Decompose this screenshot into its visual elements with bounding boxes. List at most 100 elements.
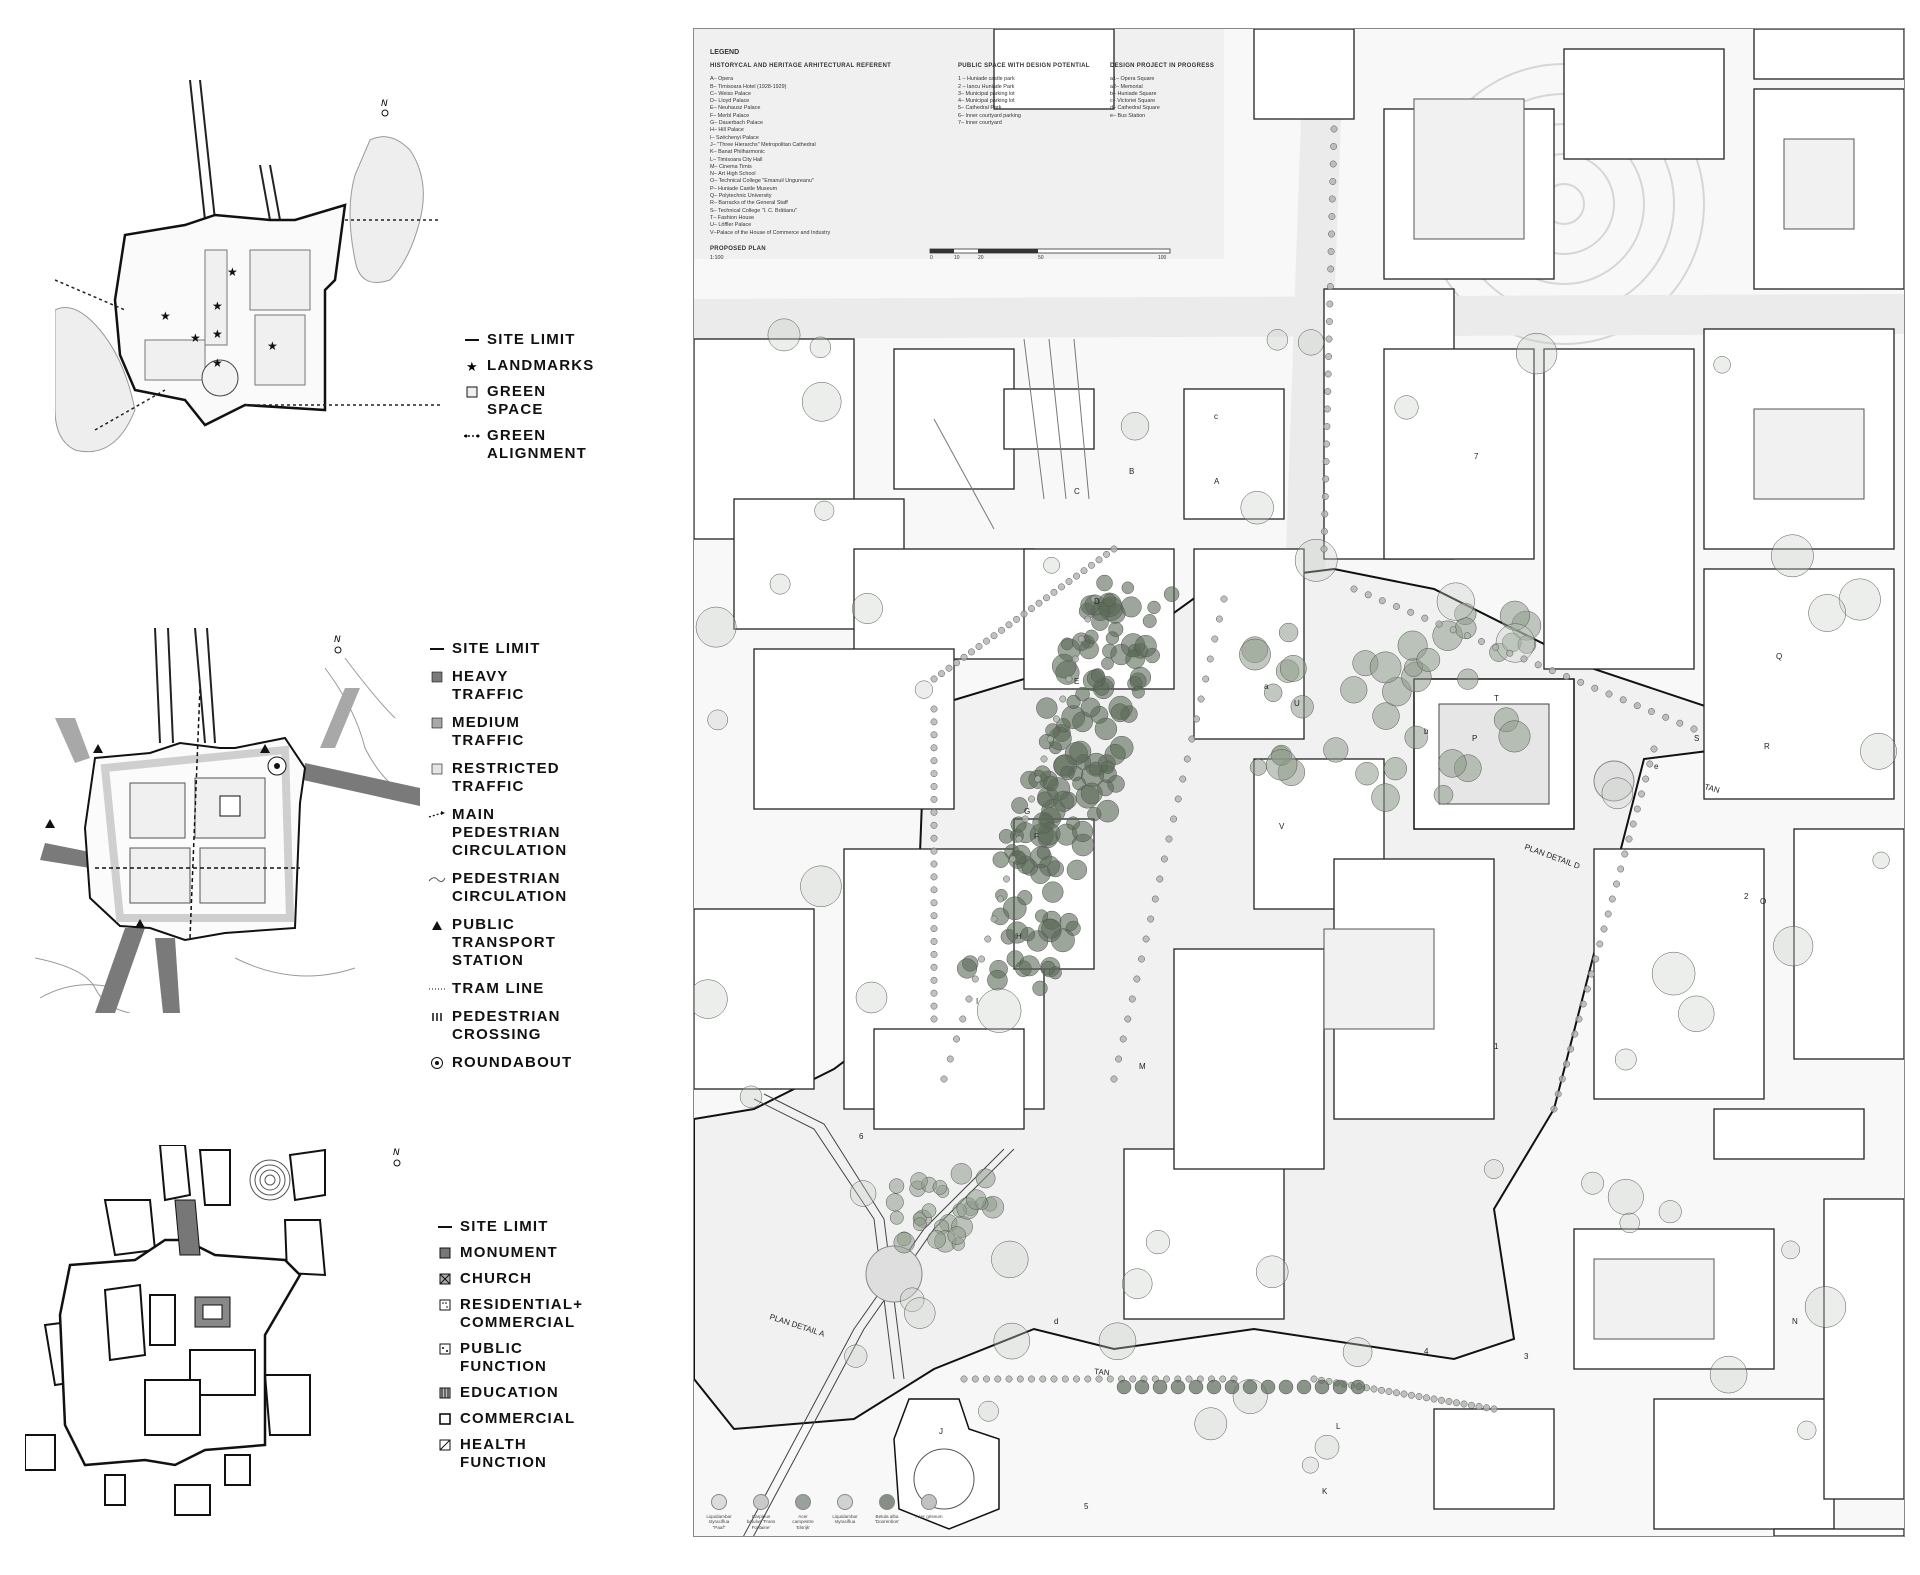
tree-dark-icon <box>1350 1379 1366 1395</box>
alley-tree-icon <box>1133 975 1141 983</box>
alley-tree-icon <box>1050 588 1058 596</box>
alley-tree-icon <box>1378 597 1386 605</box>
function-legend-label: EDUCATION <box>460 1384 559 1401</box>
scale-tick-label: 50 <box>1038 255 1044 261</box>
tree-swatch-icon <box>837 1493 853 1510</box>
tree-mid-icon <box>1404 725 1428 750</box>
alley-tree-icon <box>1548 667 1556 675</box>
alley-tree-icon <box>1460 1400 1468 1408</box>
tree-dark-icon <box>1088 761 1103 776</box>
tree-light-icon <box>1872 851 1890 869</box>
traffic-legend-label: HEAVY TRAFFIC <box>452 668 525 703</box>
alley-tree-icon <box>1492 643 1500 651</box>
tree-light-icon <box>1614 1048 1637 1071</box>
svg-text:★: ★ <box>190 331 201 345</box>
alley-tree-icon <box>996 895 1004 903</box>
tree-light-icon <box>769 573 791 595</box>
alley-tree-icon <box>971 975 979 983</box>
scale-bar <box>929 248 1171 254</box>
tree-dark-icon <box>1060 765 1075 781</box>
alley-tree-icon <box>1591 684 1599 692</box>
alley-tree-icon <box>930 912 938 920</box>
tree-mid-icon <box>1416 648 1441 672</box>
alley-tree-icon <box>1596 940 1604 948</box>
dotted-line-icon <box>428 982 446 996</box>
alley-tree-icon <box>1323 405 1331 413</box>
alley-tree-icon <box>1328 230 1335 238</box>
green-legend-item: ★LANDMARKS <box>463 357 594 375</box>
tree-mid-icon <box>1355 762 1379 786</box>
alley-tree-icon <box>1005 621 1013 629</box>
alley-tree-icon <box>1407 608 1415 616</box>
alley-tree-icon <box>930 821 938 829</box>
tree-light-icon <box>1120 412 1150 441</box>
tree-light-icon <box>1771 534 1814 578</box>
tree-light-icon <box>978 1400 999 1422</box>
alley-tree-icon <box>1103 550 1110 558</box>
traffic-legend-label: MEDIUM TRAFFIC <box>452 714 525 749</box>
tree-light-icon <box>767 318 801 352</box>
alley-tree-icon <box>984 935 992 943</box>
legend-entry: 1 – Huniade castle park <box>958 76 1015 83</box>
function-legend-item: PUBLIC FUNCTION <box>436 1340 583 1376</box>
tree-dark-icon <box>1075 686 1090 702</box>
tree-light-icon <box>1232 1379 1268 1414</box>
tree-dark-icon <box>1101 657 1114 670</box>
building-label: T <box>1494 694 1499 703</box>
star-icon: ★ <box>463 359 481 373</box>
tree-mid-icon <box>950 1163 973 1185</box>
legend-col-design-project: DESIGN PROJECT IN PROGRESS a1– Opera Squ… <box>1110 63 1250 120</box>
tree-species-label: Liquidambar styraciflua "Paaf" <box>706 1513 732 1530</box>
function-legend-label: CHURCH <box>460 1270 533 1287</box>
alley-tree-icon <box>930 1002 938 1010</box>
tree-dark-icon <box>956 958 978 979</box>
line-icon <box>428 642 446 656</box>
alley-tree-icon <box>1364 591 1372 599</box>
alley-tree-icon <box>1534 661 1542 669</box>
tree-mid-icon <box>1433 785 1454 805</box>
alley-tree-icon <box>1400 1390 1408 1398</box>
alley-tree-icon <box>983 1375 990 1383</box>
alley-tree-icon <box>1563 1060 1570 1068</box>
alley-tree-icon <box>1629 820 1637 828</box>
alley-tree-icon <box>1211 635 1219 643</box>
education-icon <box>436 1386 454 1400</box>
alley-tree-icon <box>1567 1045 1575 1053</box>
alley-tree-icon <box>1065 675 1073 683</box>
green-legend-label: GREEN ALIGNMENT <box>487 427 587 462</box>
tree-species-item: Acer campestre 'Elsrijk' <box>788 1493 818 1531</box>
tree-swatch-icon <box>753 1493 769 1510</box>
green-legend-label: GREEN SPACE <box>487 383 547 418</box>
alley-tree-icon <box>930 1015 938 1023</box>
square-label: b <box>1424 727 1429 736</box>
alley-tree-icon <box>1156 875 1164 883</box>
alley-tree-icon <box>1370 1385 1378 1393</box>
tree-light-icon <box>855 981 888 1014</box>
proposed-plan-caption: PROPOSED PLAN 1:100 <box>710 246 766 263</box>
alignment-icon <box>463 429 481 443</box>
tree-light-icon <box>1773 926 1814 967</box>
function-legend-item: CHURCH <box>436 1270 583 1288</box>
alley-tree-icon <box>1326 300 1334 308</box>
tree-dark-icon <box>1045 723 1060 738</box>
legend-entry: O– Technical College "Emanuil Ungureanu" <box>710 178 814 185</box>
tree-mid-icon <box>1498 720 1531 753</box>
tree-light-icon <box>1515 332 1558 375</box>
alley-tree-icon <box>1028 605 1035 613</box>
alley-tree-icon <box>1128 995 1136 1003</box>
tree-light-icon <box>851 593 883 624</box>
square-icon <box>463 385 481 399</box>
alley-tree-icon <box>971 1375 979 1383</box>
tree-dark-icon <box>1105 631 1120 645</box>
legend-col-public-space: PUBLIC SPACE WITH DESIGN POTENTIAL 1 – H… <box>958 63 1108 127</box>
alley-tree-icon <box>1185 1375 1193 1383</box>
tree-light-icon <box>801 382 842 422</box>
building-label: J <box>939 1427 943 1436</box>
alley-tree-icon <box>930 860 938 868</box>
traffic-legend-label: TRAM LINE <box>452 980 545 997</box>
tree-species-label: Liquidambar styraciflua <box>832 1513 858 1525</box>
north-label: N <box>381 99 388 109</box>
tree-light-icon <box>977 988 1022 1033</box>
legend-entry: S– Technical College "I. C. Brătianu" <box>710 207 798 214</box>
alley-tree-icon <box>1638 790 1645 798</box>
